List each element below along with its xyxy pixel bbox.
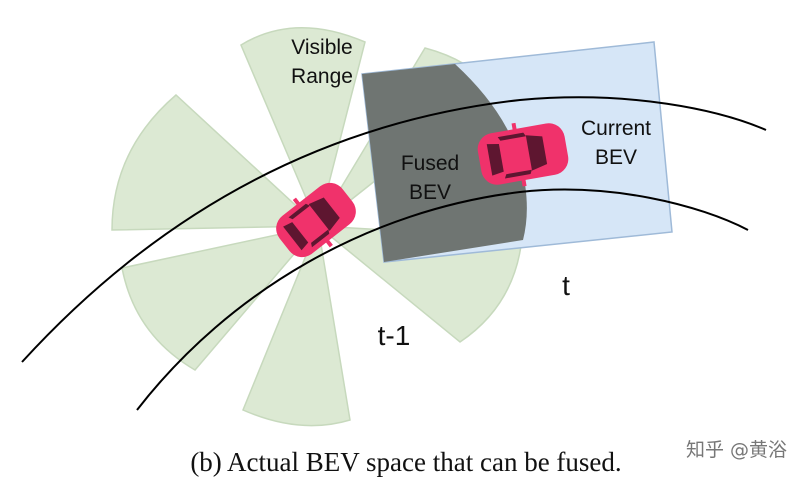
- watermark: 知乎 @黄浴: [686, 439, 787, 461]
- visible-range-sector-lower-left: [121, 224, 321, 371]
- time-label-t: t: [562, 270, 570, 301]
- visible-range-label-line1: Visible: [291, 36, 352, 59]
- car-side-mirror: [324, 238, 333, 248]
- road-line-outer: [21, 96, 767, 363]
- figure-caption: (b) Actual BEV space that can be fused.: [190, 447, 621, 477]
- fused-bev-label-line2: BEV: [409, 181, 451, 204]
- car-t: [477, 122, 569, 187]
- current-bev-label-line2: BEV: [595, 146, 637, 169]
- road-line-inner: [136, 188, 749, 411]
- car-side-window: [497, 132, 526, 141]
- car-side-window: [504, 169, 532, 179]
- car-side-window: [288, 203, 310, 220]
- car-t-minus-1: [276, 182, 356, 258]
- car-side-window: [311, 229, 330, 248]
- visible-range-label-line2: Range: [291, 65, 353, 88]
- car-side-mirror: [511, 122, 517, 132]
- car-side-mirror: [521, 177, 527, 187]
- car-side-mirror: [292, 197, 301, 207]
- current-bev-label-line1: Current: [581, 117, 651, 140]
- visible-range-sector-top: [240, 27, 366, 229]
- car-windshield: [525, 135, 548, 171]
- time-label-t-minus-1: t-1: [378, 320, 411, 351]
- road-lines: [21, 96, 767, 411]
- fused-bev-region: [362, 64, 527, 262]
- visible-range-sector-bottom: [242, 223, 351, 427]
- car-windshield: [308, 197, 340, 231]
- car-rear-window: [283, 222, 309, 251]
- visible-range-sector-left: [111, 93, 320, 231]
- car-rear-window: [486, 144, 504, 176]
- fused-bev-label-line1: Fused: [401, 152, 459, 175]
